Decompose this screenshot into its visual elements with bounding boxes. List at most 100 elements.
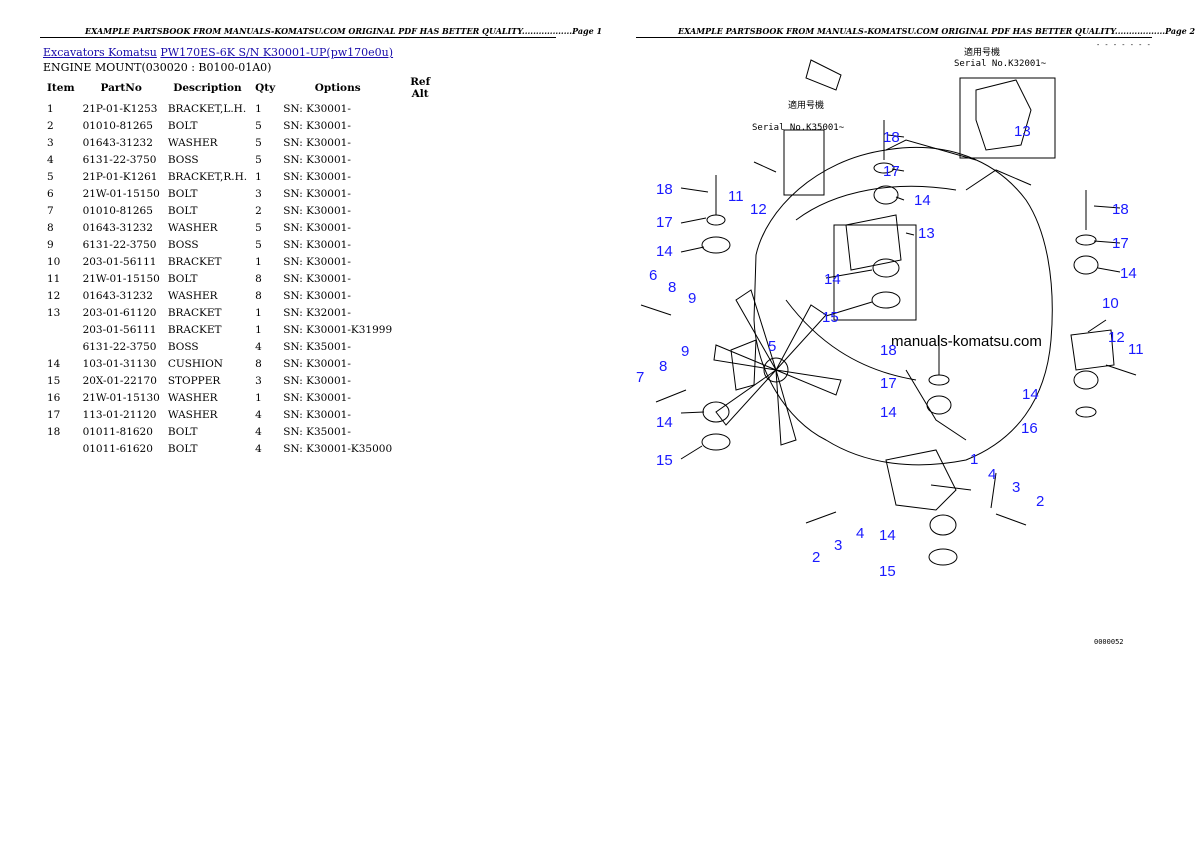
exploded-parts-diagram: 適用号機 Serial No.K35001~ 適用号機 Serial No.K3… — [636, 41, 1151, 646]
cell-description: BOSS — [167, 238, 199, 251]
cell-partno: 21W-01-15150 — [82, 187, 160, 200]
cell-ref-alt — [396, 355, 444, 372]
callout-number: 4 — [988, 466, 996, 483]
callout-number: 11 — [728, 188, 744, 205]
cell-options: SN: K30001- — [283, 221, 351, 234]
callout-number: 4 — [856, 525, 864, 542]
cell-description: BOLT — [167, 442, 198, 455]
serial-note-jp-2: 適用号機 — [964, 46, 1000, 58]
cell-description: BOSS — [167, 153, 199, 166]
callout-number: 9 — [681, 343, 689, 360]
cell-options: SN: K30001- — [283, 170, 351, 183]
callout-number: 8 — [668, 279, 676, 296]
callout-number: 11 — [1128, 341, 1144, 358]
cell-ref-alt — [396, 372, 444, 389]
breadcrumb-link-category[interactable]: Excavators Komatsu — [43, 46, 157, 59]
callout-number: 18 — [883, 129, 900, 146]
callout-number: 8 — [659, 358, 667, 375]
column-header-item: Item — [47, 82, 75, 94]
cell-partno: 6131-22-3750 — [82, 340, 157, 353]
cell-options: SN: K30001- — [283, 272, 351, 285]
cell-ref-alt — [396, 270, 444, 287]
callout-number: 3 — [834, 537, 842, 554]
callout-number: 14 — [914, 192, 931, 209]
cell-item: 10 — [47, 255, 61, 268]
cell-description: WASHER — [167, 136, 218, 149]
cell-qty: 8 — [255, 272, 262, 285]
cell-description: BOLT — [167, 425, 198, 438]
cell-options: SN: K30001- — [283, 374, 351, 387]
cell-ref-alt — [396, 287, 444, 304]
cell-options: SN: K30001- — [283, 357, 351, 370]
cell-partno: 21W-01-15130 — [82, 391, 160, 404]
cell-qty: 2 — [255, 204, 262, 217]
cell-qty: 1 — [255, 391, 262, 404]
cell-qty: 5 — [255, 153, 262, 166]
cell-item: 9 — [47, 238, 54, 251]
cell-ref-alt — [396, 100, 444, 117]
page2-header-rule — [636, 37, 1152, 38]
page-code: 0000052 — [1094, 638, 1124, 646]
cell-description: CUSHION — [167, 357, 223, 370]
cell-ref-alt — [396, 151, 444, 168]
cell-qty: 1 — [255, 170, 262, 183]
callout-number: 12 — [1108, 329, 1125, 346]
cell-partno: 21P-01-K1261 — [82, 170, 158, 183]
cell-ref-alt — [396, 134, 444, 151]
cell-partno: 6131-22-3750 — [82, 153, 157, 166]
cell-qty: 4 — [255, 425, 262, 438]
cell-qty: 5 — [255, 136, 262, 149]
serial-note-jp-1: 適用号機 — [788, 99, 824, 111]
callout-number: 15 — [822, 309, 839, 326]
callout-number: 3 — [1012, 479, 1020, 496]
serial-note-1: Serial No.K35001~ — [752, 123, 845, 133]
cell-qty: 8 — [255, 289, 262, 302]
cell-qty: 5 — [255, 119, 262, 132]
cell-options: SN: K30001- — [283, 119, 351, 132]
cell-options: SN: K30001-K35000 — [283, 442, 393, 455]
watermark: manuals-komatsu.com — [891, 333, 1042, 350]
cell-item: 12 — [47, 289, 61, 302]
cell-description: WASHER — [167, 391, 218, 404]
cell-qty: 1 — [255, 102, 262, 115]
callout-number: 2 — [1036, 493, 1044, 510]
fan-drawing — [713, 289, 842, 446]
cell-qty: 1 — [255, 323, 262, 336]
callout-number: 17 — [883, 163, 900, 180]
cell-description: STOPPER — [167, 374, 221, 387]
cell-description: WASHER — [167, 408, 218, 421]
callout-number: 14 — [1022, 386, 1039, 403]
cell-options: SN: K30001- — [283, 238, 351, 251]
cell-qty: 1 — [255, 255, 262, 268]
breadcrumb-link-model[interactable]: PW170ES-6K S/N K30001-UP(pw170e0u) — [160, 46, 394, 59]
cell-qty: 4 — [255, 408, 262, 421]
cell-partno: 203-01-56111 — [82, 255, 157, 268]
cell-item: 13 — [47, 306, 61, 319]
callout-number: 14 — [879, 527, 896, 544]
callout-number: 6 — [649, 267, 657, 284]
cell-item: 15 — [47, 374, 61, 387]
cell-partno: 01643-31232 — [82, 136, 153, 149]
callout-number: 17 — [880, 375, 897, 392]
cell-item: 16 — [47, 391, 61, 404]
cell-partno: 01011-81620 — [82, 425, 153, 438]
cell-options: SN: K30001- — [283, 136, 351, 149]
cell-ref-alt — [396, 440, 444, 457]
cell-partno: 01010-81265 — [82, 119, 153, 132]
serial-note-2: Serial No.K32001~ — [954, 59, 1047, 69]
cell-description: WASHER — [167, 221, 218, 234]
page1-header-rule — [40, 37, 556, 38]
table-header-row: Item PartNo Description Qty Options Ref … — [43, 76, 444, 100]
cell-options: SN: K35001- — [283, 425, 351, 438]
callout-number: 9 — [688, 290, 696, 307]
callout-number: 18 — [656, 181, 673, 198]
